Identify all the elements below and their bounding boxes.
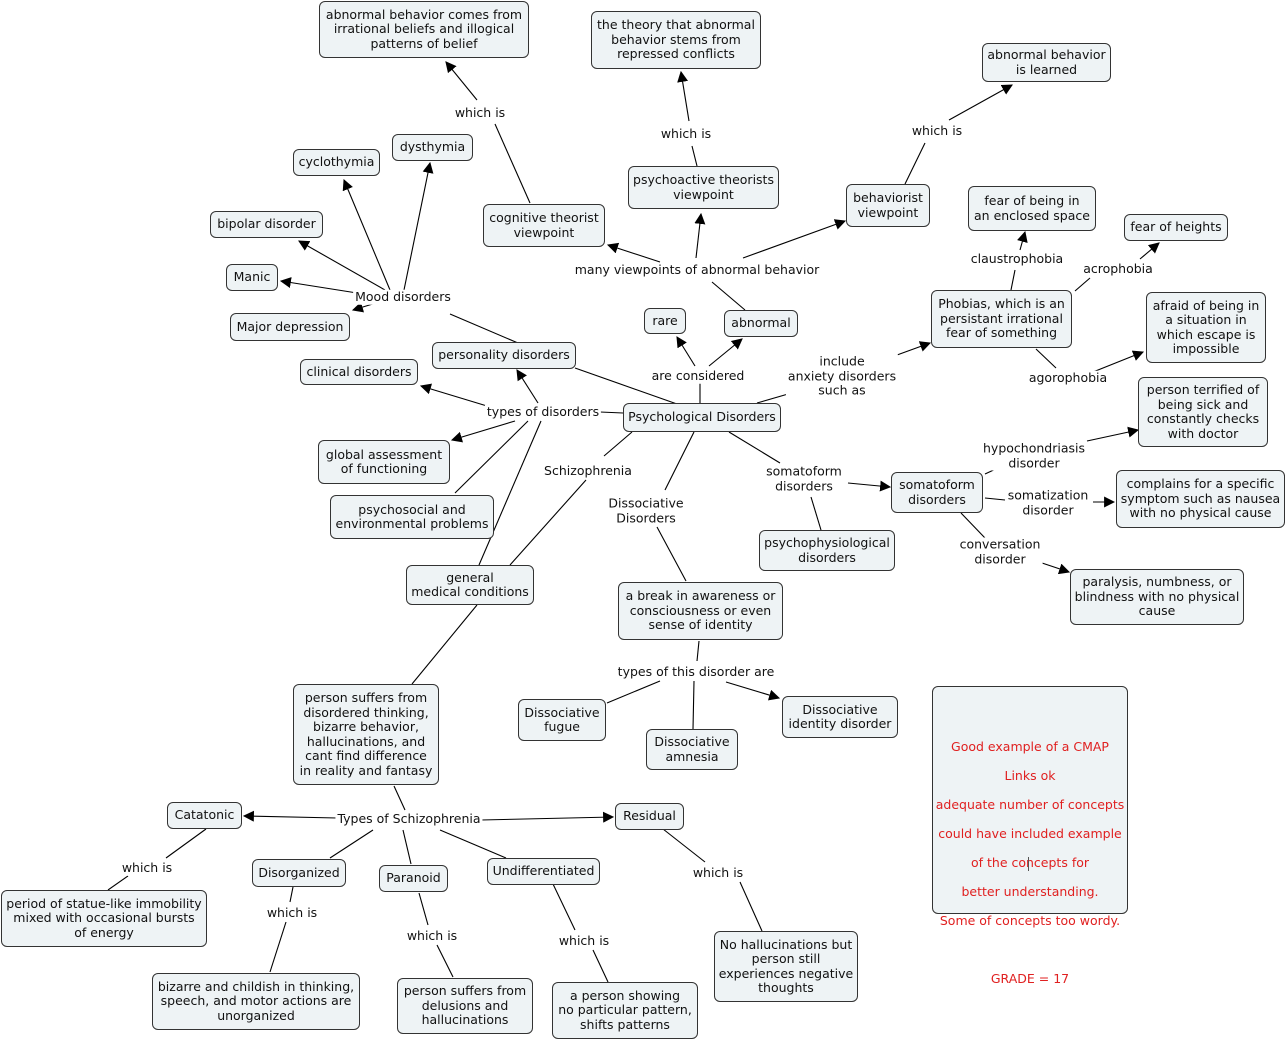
catatonic-node[interactable]: Catatonic [167,802,242,829]
dysthymia-node[interactable]: dysthymia [392,134,473,161]
schizophrenia-label[interactable]: Schizophrenia [542,462,634,479]
note-line: could have included example [938,825,1122,841]
note-line [933,943,1127,958]
disorganized-node[interactable]: Disorganized [252,859,346,887]
anxiety-disorders-label[interactable]: include anxiety disorders such as [785,353,899,398]
agoraphobia-label[interactable]: agorophobia [1026,369,1110,386]
which-is-label[interactable]: which is [264,904,320,921]
claustrophobia-label[interactable]: claustrophobia [968,250,1066,267]
psychosocial-problems-node[interactable]: psychosocial and environmental problems [330,495,494,539]
repressed-conflicts-node[interactable]: the theory that abnormal behavior stems … [591,11,761,69]
dissociative-disorders-label[interactable]: Dissociative Disorders [606,495,686,526]
grade-line: GRADE = 17 [990,970,1070,986]
cyclothymia-node[interactable]: cyclothymia [293,149,380,176]
note-line: Good example of a CMAP [951,738,1109,754]
disorganized-definition-node[interactable]: bizarre and childish in thinking, speech… [152,973,360,1030]
dissociative-fugue-node[interactable]: Dissociative fugue [518,699,606,741]
psychoactive-viewpoint-node[interactable]: psychoactive theorists viewpoint [628,166,779,209]
manic-node[interactable]: Manic [226,264,278,291]
general-medical-node[interactable]: general medical conditions [406,565,534,605]
viewpoints-label[interactable]: many viewpoints of abnormal behavior [572,261,822,278]
which-is-label[interactable]: which is [690,864,746,881]
dissociative-identity-node[interactable]: Dissociative identity disorder [782,696,898,738]
are-considered-label[interactable]: are considered [649,367,747,384]
learned-behavior-node[interactable]: abnormal behavior is learned [982,43,1111,82]
afraid-escape-node[interactable]: afraid of being in a situation in which … [1146,292,1266,363]
personality-disorders-node[interactable]: personality disorders [432,342,576,369]
which-is-label[interactable]: which is [404,927,460,944]
acrophobia-label[interactable]: acrophobia [1081,260,1155,277]
text-cursor [1028,857,1029,871]
complains-symptom-node[interactable]: complains for a specific symptom such as… [1116,470,1285,528]
dissociative-amnesia-node[interactable]: Dissociative amnesia [646,729,738,770]
note-line: better understanding. [961,883,1099,899]
fear-of-heights-node[interactable]: fear of heights [1124,214,1228,241]
paranoid-node[interactable]: Paranoid [379,865,448,892]
undifferentiated-definition-node[interactable]: a person showing no particular pattern, … [552,982,698,1039]
clinical-disorders-node[interactable]: clinical disorders [300,359,418,385]
enclosed-space-node[interactable]: fear of being in an enclosed space [968,186,1096,231]
somatization-label[interactable]: somatization disorder [1005,487,1091,518]
types-of-schizophrenia-label[interactable]: Types of Schizophrenia [335,810,483,827]
major-depression-node[interactable]: Major depression [230,313,350,341]
hypochondriasis-label[interactable]: hypochondriasis disorder [981,440,1087,471]
note-line: Links ok [1004,767,1056,783]
paralysis-node[interactable]: paralysis, numbness, or blindness with n… [1070,569,1244,625]
note-line: Some of concepts too wordy. [939,912,1121,928]
behaviorist-viewpoint-node[interactable]: behaviorist viewpoint [846,184,930,227]
mood-disorders-label[interactable]: Mood disorders [353,288,453,305]
grading-note[interactable]: Good example of a CMAP Links ok adequate… [932,686,1128,985]
which-is-label[interactable]: which is [556,932,612,949]
note-line: of the concepts for [970,854,1090,870]
undifferentiated-node[interactable]: Undifferentiated [487,858,600,885]
residual-node[interactable]: Residual [615,803,684,830]
somatoform-disorders-label[interactable]: somatoform disorders [764,463,844,494]
global-assessment-node[interactable]: global assessment of functioning [318,440,450,484]
residual-definition-node[interactable]: No hallucinations but person still exper… [714,931,858,1002]
somatoform-disorders-node[interactable]: somatoform disorders [891,472,983,513]
which-is-label[interactable]: which is [909,122,965,139]
schizophrenia-definition-node[interactable]: person suffers from disordered thinking,… [293,684,439,785]
which-is-label[interactable]: which is [452,104,508,121]
bipolar-disorder-node[interactable]: bipolar disorder [210,211,323,238]
paranoid-definition-node[interactable]: person suffers from delusions and halluc… [397,978,533,1034]
cognitive-viewpoint-node[interactable]: cognitive theorist viewpoint [483,204,605,247]
catatonic-definition-node[interactable]: period of statue-like immobility mixed w… [1,890,207,947]
break-in-awareness-node[interactable]: a break in awareness or consciousness or… [618,582,783,640]
which-is-label[interactable]: which is [119,859,175,876]
types-of-this-disorder-label[interactable]: types of this disorder are [615,663,777,680]
psychological-disorders-node[interactable]: Psychological Disorders [623,403,781,432]
note-line: adequate number of concepts [935,796,1125,812]
conversion-label[interactable]: conversation disorder [957,536,1043,567]
phobias-node[interactable]: Phobias, which is an persistant irration… [931,290,1072,348]
irrational-beliefs-node[interactable]: abnormal behavior comes from irrational … [319,1,529,58]
terrified-sick-node[interactable]: person terrified of being sick and const… [1138,377,1268,447]
types-of-disorders-label[interactable]: types of disorders [484,403,602,420]
which-is-label[interactable]: which is [658,125,714,142]
rare-node[interactable]: rare [644,308,686,334]
psychophysiological-node[interactable]: psychophysiological disorders [759,530,895,571]
abnormal-node[interactable]: abnormal [724,310,798,337]
